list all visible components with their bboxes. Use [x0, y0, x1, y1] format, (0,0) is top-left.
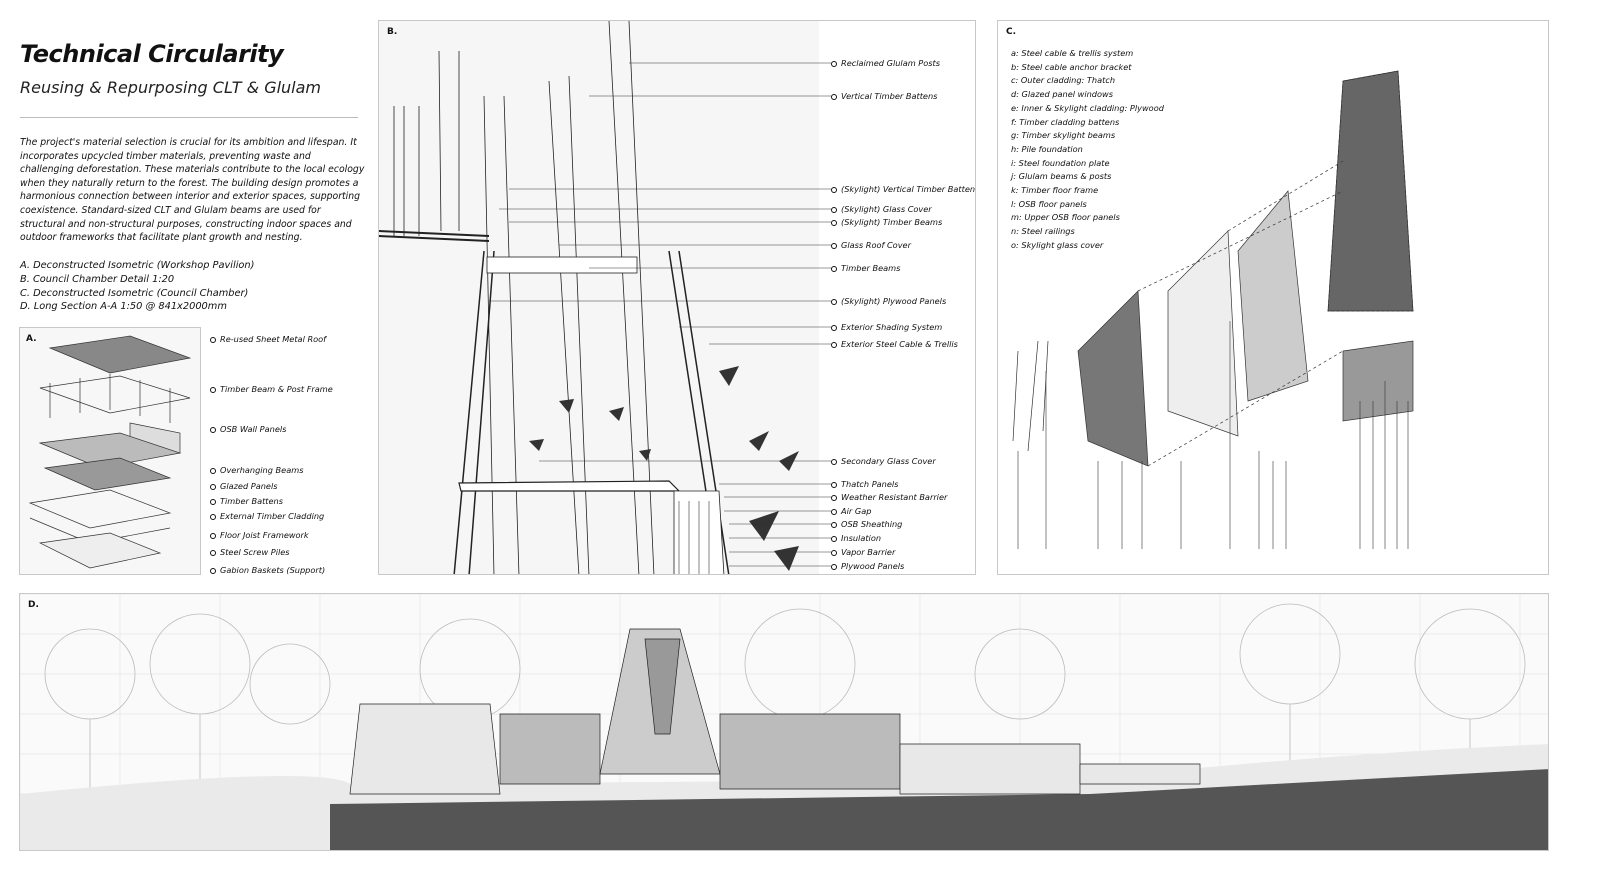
panel-b-label: Weather Resistant Barrier: [831, 492, 947, 502]
drawing-list-item: A. Deconstructed Isometric (Workshop Pav…: [20, 260, 255, 271]
panel-c-legend-item: l: OSB floor panels: [1011, 198, 1087, 209]
page-title: Technical Circularity: [20, 40, 284, 68]
panel-c-legend-item: h: Pile foundation: [1011, 143, 1083, 154]
panel-a-tag: A.: [26, 334, 37, 344]
council-chamber-isometric-drawing: [1012, 70, 1414, 549]
page-subtitle: Reusing & Repurposing CLT & Glulam: [20, 78, 322, 97]
panel-a-label: OSB Wall Panels: [210, 424, 286, 434]
panel-d-long-section: D.: [19, 593, 1549, 851]
panel-a-label: Glazed Panels: [210, 481, 278, 491]
long-section-drawing: [20, 594, 1548, 850]
drawing-list-item: B. Council Chamber Detail 1:20: [20, 273, 175, 285]
divider: [20, 117, 358, 118]
panel-a-isometric: A.: [19, 327, 201, 575]
panel-c-legend-item: o: Skylight glass cover: [1011, 239, 1104, 250]
panel-c-isometric: C. a: Steel cable & trellis system b: Ste…: [997, 20, 1549, 575]
panel-c-legend-item: i: Steel foundation plate: [1011, 157, 1110, 168]
panel-a-label: Overhanging Beams: [210, 465, 303, 475]
panel-b-label: Secondary Glass Cover: [831, 456, 936, 466]
panel-b-tag: B.: [387, 27, 398, 37]
description-text: The project's material selection is cruc…: [20, 137, 365, 244]
panel-a-label: External Timber Cladding: [210, 511, 324, 521]
panel-b-label: OSB Sheathing: [831, 519, 902, 529]
panel-c-legend-item: m: Upper OSB floor panels: [1011, 212, 1120, 223]
panel-b-label: Vertical Timber Battens: [831, 91, 937, 101]
panel-c-legend-item: j: Glulam beams & posts: [1011, 171, 1112, 182]
panel-b-label: (Skylight) Vertical Timber Battens: [831, 184, 975, 194]
drawing-list-item: C. Deconstructed Isometric (Council Cham…: [20, 287, 249, 299]
panel-c-legend-item: k: Timber floor frame: [1011, 185, 1099, 195]
drawing-list-item: D. Long Section A-A 1:50 @ 841x2000mm: [20, 301, 227, 313]
panel-b-label: (Skylight) Glass Cover: [831, 204, 932, 214]
panel-b-label: Insulation: [831, 533, 881, 543]
drawing-list: A. Deconstructed Isometric (Workshop Pav…: [20, 259, 254, 314]
panel-c-tag: C.: [1006, 27, 1017, 37]
panel-c-legend-item: n: Steel railings: [1011, 226, 1075, 237]
panel-b-label: Thatch Panels: [831, 479, 898, 489]
panel-c-legend-item: f: Timber cladding battens: [1011, 116, 1120, 127]
panel-b-label: Glass Roof Cover: [831, 240, 911, 250]
panel-c-legend-item: c: Outer cladding: Thatch: [1011, 75, 1116, 86]
panel-b-label: (Skylight) Plywood Panels: [831, 296, 946, 306]
panel-b-label: Exterior Steel Cable & Trellis: [831, 339, 958, 349]
panel-c-legend-item: b: Steel cable anchor bracket: [1011, 61, 1132, 72]
panel-b-label: Vapor Barrier: [831, 547, 895, 557]
workshop-pavilion-drawing: [28, 335, 192, 569]
panel-a-label: Timber Beam & Post Frame: [210, 384, 333, 394]
panel-b-label: (Skylight) Timber Beams: [831, 217, 942, 227]
panel-a-label: Floor Joist Framework: [210, 530, 309, 540]
panel-a-label: Gabion Baskets (Support): [210, 565, 325, 575]
panel-c-legend-item: g: Timber skylight beams: [1011, 130, 1116, 141]
panel-a-label: Timber Battens: [210, 496, 283, 506]
panel-b-label: Exterior Shading System: [831, 322, 942, 332]
panel-b-label: Reclaimed Glulam Posts: [831, 58, 940, 68]
panel-d-tag: D.: [28, 600, 39, 610]
panel-b-label: Timber Beams: [831, 263, 900, 273]
panel-c-legend-item: d: Glazed panel windows: [1011, 89, 1113, 100]
panel-c-legend-item: a: Steel cable & trellis system: [1011, 48, 1134, 58]
panel-a-label: Re-used Sheet Metal Roof: [210, 334, 326, 344]
panel-b-label: Air Gap: [831, 506, 871, 516]
panel-b-label: Plywood Panels: [831, 561, 904, 571]
panel-c-legend-item: e: Inner & Skylight cladding: Plywood: [1011, 102, 1164, 113]
council-chamber-detail-drawing: [379, 21, 831, 574]
panel-a-label: Steel Screw Piles: [210, 547, 290, 557]
